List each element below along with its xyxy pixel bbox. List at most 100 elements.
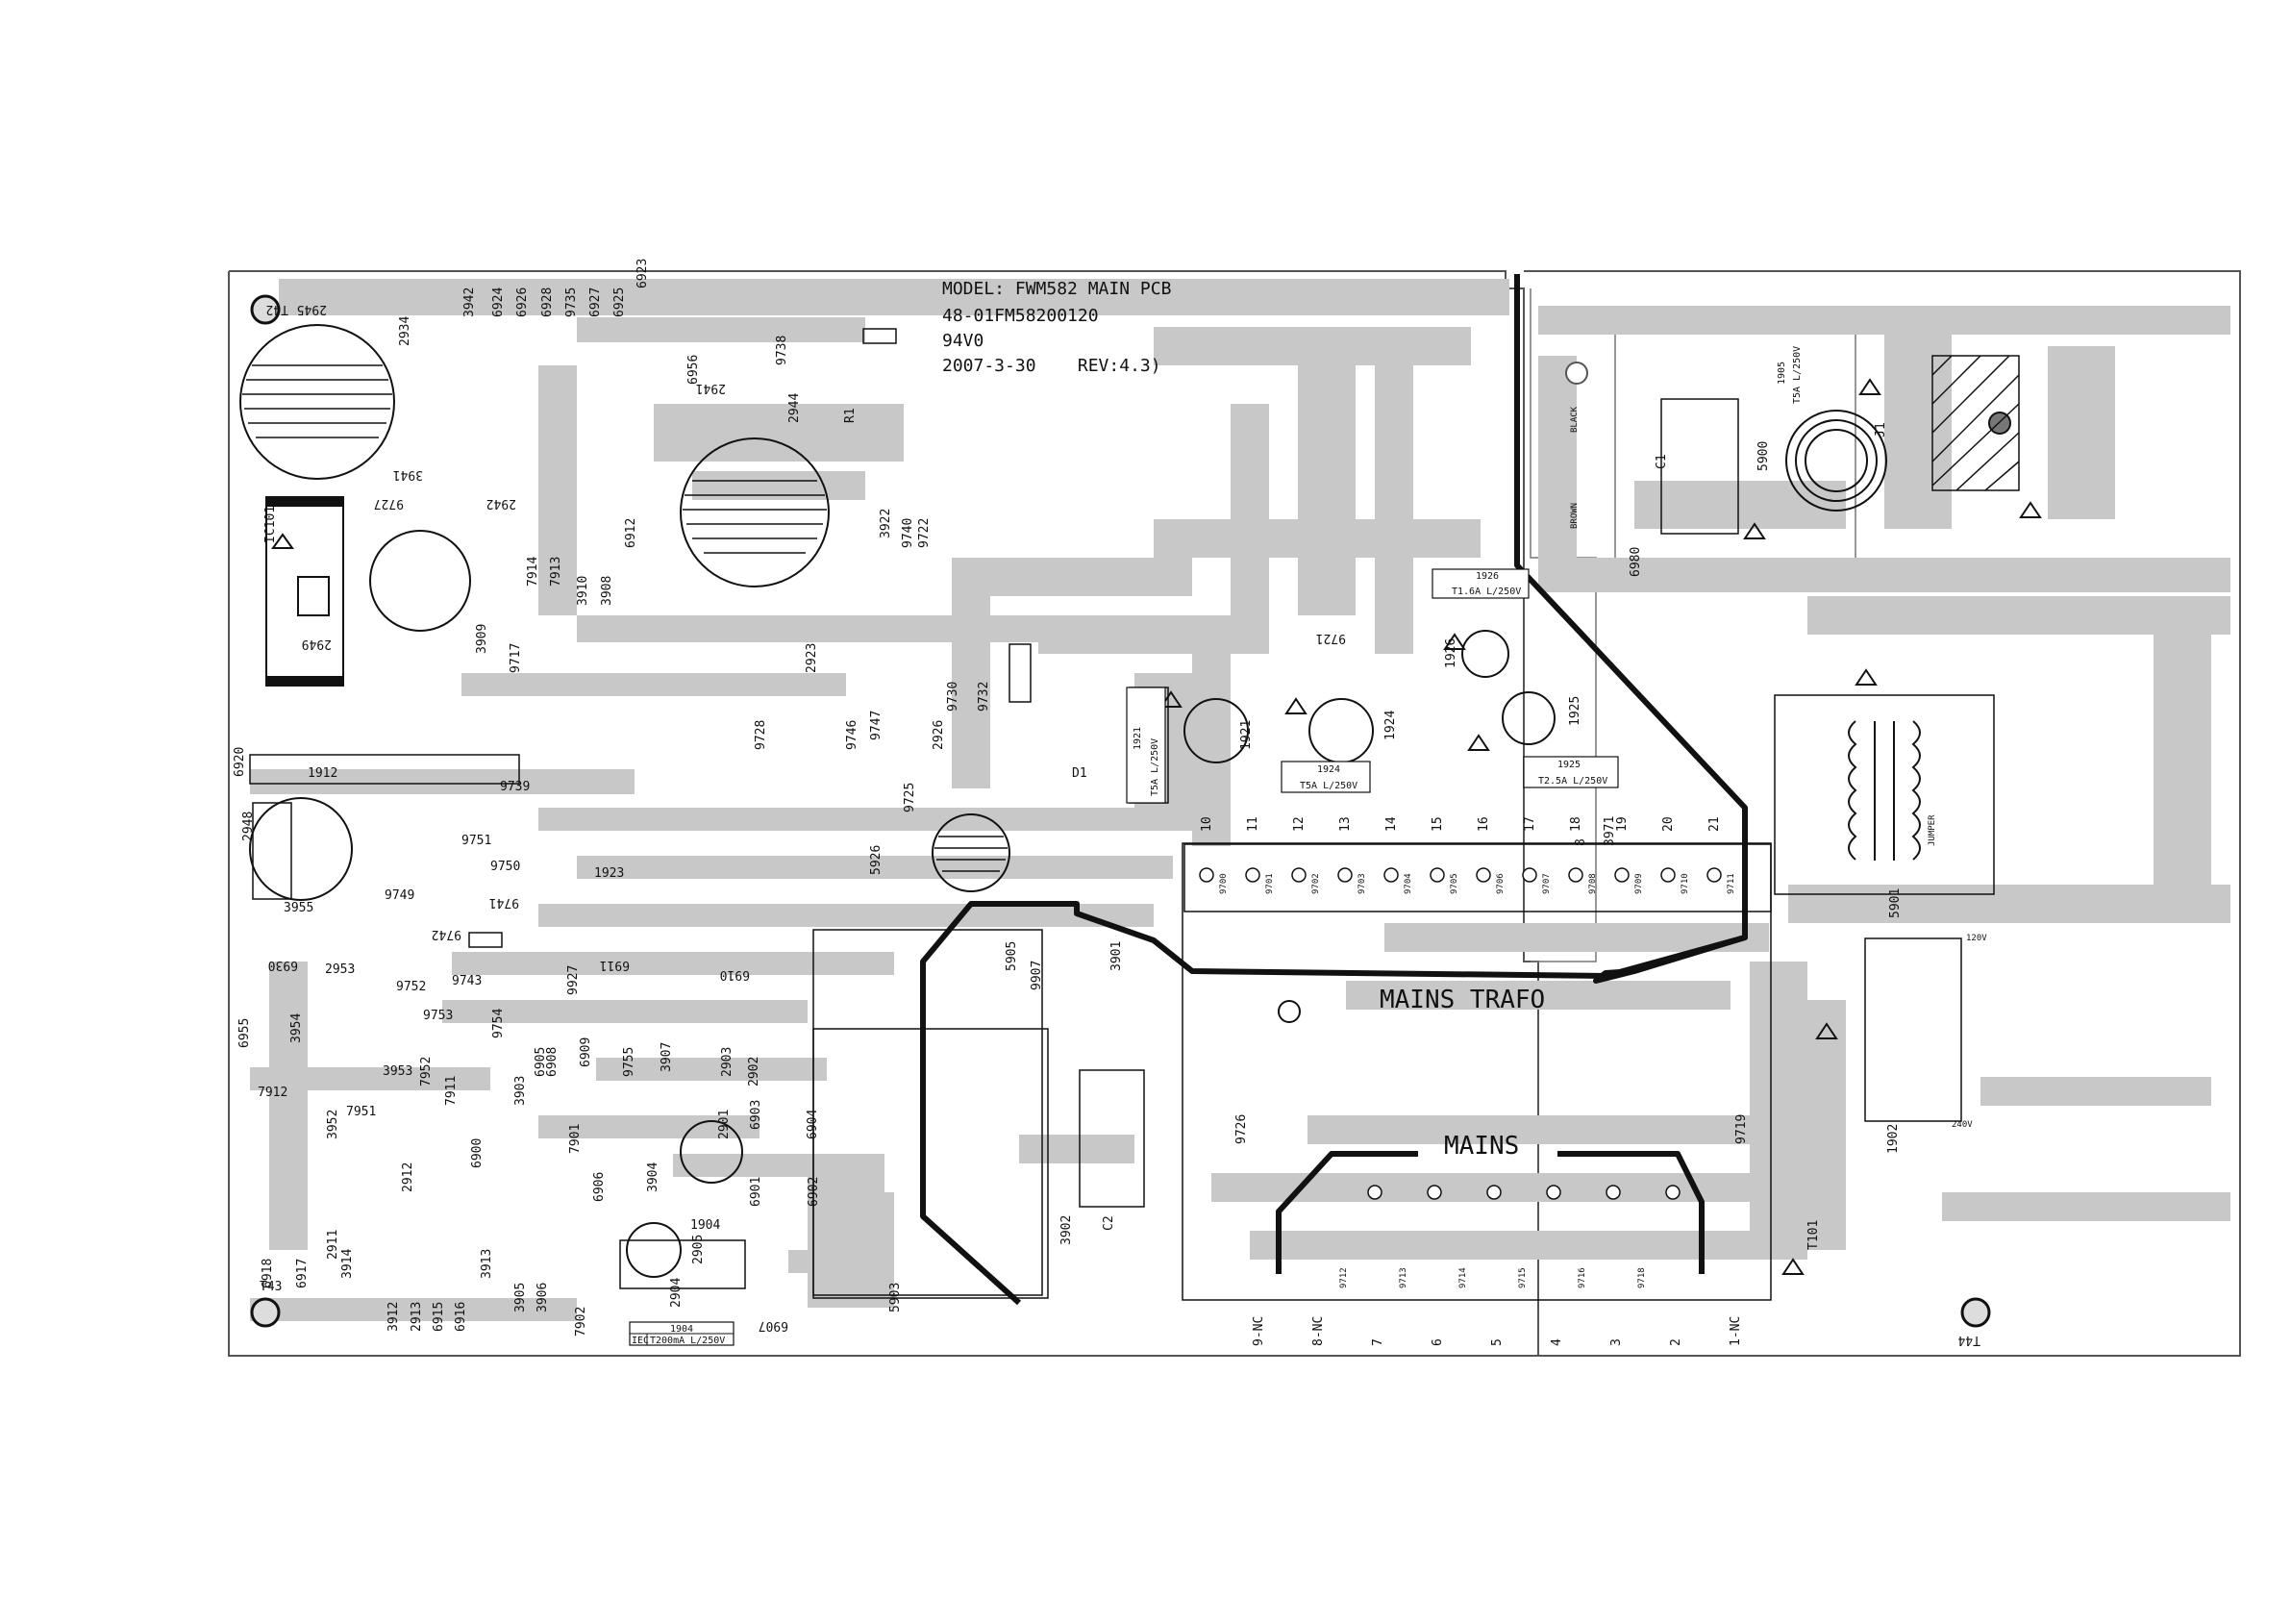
- connector-top-pin: 13: [1338, 816, 1353, 832]
- ref-designator: 2903: [720, 1047, 735, 1077]
- ref-designator: 7902: [574, 1307, 588, 1337]
- ref-designator: 3903: [513, 1076, 528, 1106]
- component-outlines: [249, 328, 2020, 1301]
- ref-designator: 3953: [383, 1064, 412, 1079]
- ref-designator: 9749: [385, 888, 414, 903]
- ref-designator: 6926: [515, 287, 530, 317]
- ref-designator: 9735: [564, 287, 579, 317]
- ref-designator: 5926: [869, 845, 884, 875]
- ref-designator: 2945: [297, 302, 327, 316]
- ref-designator: T42: [266, 302, 288, 316]
- ref-designator: 6924: [491, 287, 506, 317]
- ref-designator: 2934: [398, 316, 412, 346]
- ref-designator: 2901: [717, 1110, 732, 1139]
- warning-icon: [1743, 522, 1766, 539]
- connector-top-pin: 21: [1707, 816, 1722, 832]
- ref-designator: T44: [1957, 1333, 1980, 1347]
- connector-bottom-jumper: 9715: [1518, 1267, 1528, 1288]
- ref-designator: 7914: [526, 557, 540, 587]
- date-rev-line: 2007-3-30 REV:4.3): [942, 356, 1161, 376]
- ref-designator: 5905: [1005, 941, 1019, 971]
- ref-designator: 1926: [1444, 638, 1458, 668]
- ref-designator: 6923: [635, 259, 650, 288]
- connector-top-pad: [1430, 867, 1445, 883]
- ref-designator: 6917: [295, 1259, 310, 1288]
- partno-line: 48-01FM58200120: [942, 306, 1099, 326]
- ref-designator: 9747: [869, 711, 884, 740]
- ref-designator: 2913: [410, 1302, 424, 1332]
- connector-top-jumper: 9706: [1496, 873, 1506, 894]
- ref-designator: 9722: [917, 518, 932, 548]
- wire-black-label: BLACK: [1570, 406, 1580, 433]
- connector-top-pin: 10: [1200, 816, 1214, 832]
- warning-icons: [271, 378, 2042, 1275]
- connector-top-jumper: 9708: [1588, 873, 1598, 894]
- connector-top-pad: [1476, 867, 1491, 883]
- connector-top-pad: [1291, 867, 1307, 883]
- ref-designator: 6955: [237, 1018, 252, 1048]
- fuse-1904-ref: 1904: [670, 1324, 693, 1335]
- connector-bottom-pin: 3: [1609, 1338, 1624, 1346]
- ref-designator: C2: [1102, 1215, 1116, 1231]
- fuse-1924-rating: T5A L/250V: [1300, 781, 1357, 791]
- capacitors: [239, 324, 1887, 1278]
- ref-designator: 3902: [1059, 1215, 1074, 1245]
- connector-bottom-pad: [1427, 1185, 1442, 1200]
- ref-designator: 9742: [432, 927, 461, 941]
- warning-icon: [1815, 1022, 1838, 1039]
- ref-designator: 2949: [302, 637, 332, 651]
- ref-designator: 3910: [576, 576, 590, 606]
- ref-designator: 3913: [480, 1249, 494, 1279]
- connector-top-jumper: 9709: [1634, 873, 1644, 894]
- capacitor-hatching: [242, 364, 1008, 872]
- fuse-1924-ref: 1924: [1317, 764, 1340, 775]
- j1-hatch: [1931, 355, 2020, 491]
- connector-top-pad: [1383, 867, 1399, 883]
- connector-top-jumper: 9701: [1265, 873, 1275, 894]
- ref-designator: 3954: [289, 1013, 304, 1043]
- mounting-holes: [250, 294, 2011, 1328]
- ref-designator: 5903: [888, 1283, 903, 1312]
- connector-bottom-pin: 8-NC: [1311, 1316, 1326, 1346]
- ref-designator: 9751: [461, 834, 491, 848]
- inductor-5900: [1795, 419, 1878, 502]
- connector-top-pin: 11: [1246, 816, 1260, 832]
- t101-label: T101: [1806, 1220, 1821, 1250]
- connector-bottom-jumper: 9713: [1399, 1267, 1408, 1288]
- ref-designator: 9743: [452, 974, 482, 988]
- connector-top-pad: [1568, 867, 1583, 883]
- connector-bottom-pad: [1546, 1185, 1561, 1200]
- ref-designator: R1: [843, 408, 858, 423]
- ref-designator: 9907: [1030, 961, 1044, 990]
- ref-designator: 6916: [454, 1302, 468, 1332]
- connector-top-pad: [1660, 867, 1676, 883]
- trafo-coils: [1848, 720, 1921, 861]
- connector-bottom-jumper: 9712: [1339, 1267, 1349, 1288]
- ref-designator: C1: [1655, 454, 1669, 469]
- model-line: MODEL: FWM582 MAIN PCB: [942, 279, 1171, 299]
- connector-bottom-pad: [1606, 1185, 1621, 1200]
- ref-designator: 1924: [1383, 711, 1398, 740]
- ref-designator: 3905: [513, 1283, 528, 1312]
- ref-designator: 7911: [444, 1076, 459, 1106]
- ref-designator: 1925: [1568, 696, 1582, 726]
- connector-top-jumper: 9702: [1311, 873, 1321, 894]
- ref-designator: 6902: [807, 1177, 821, 1207]
- mount-hole-top: [1565, 362, 1588, 385]
- jumper-label: JUMPER: [1928, 814, 1937, 846]
- ref-designator: 9726: [1234, 1114, 1249, 1144]
- fuse-1905-ref: 1905: [1777, 362, 1787, 385]
- connector-top-pin: 20: [1661, 816, 1676, 832]
- ref-designator: 9732: [977, 682, 991, 712]
- ref-designator: 9728: [754, 720, 768, 750]
- connector-top-pin: 17: [1523, 816, 1537, 832]
- ref-designator: 3955: [284, 901, 313, 915]
- ref-designator: 9741: [489, 895, 519, 910]
- connector-top-pin: 14: [1384, 816, 1399, 832]
- ref-designator: 3952: [326, 1110, 340, 1139]
- ref-designator: 2923: [805, 643, 819, 673]
- connector-top-pad: [1614, 867, 1630, 883]
- ref-designator: J1: [1874, 422, 1888, 437]
- ref-designator: 6908: [545, 1047, 560, 1077]
